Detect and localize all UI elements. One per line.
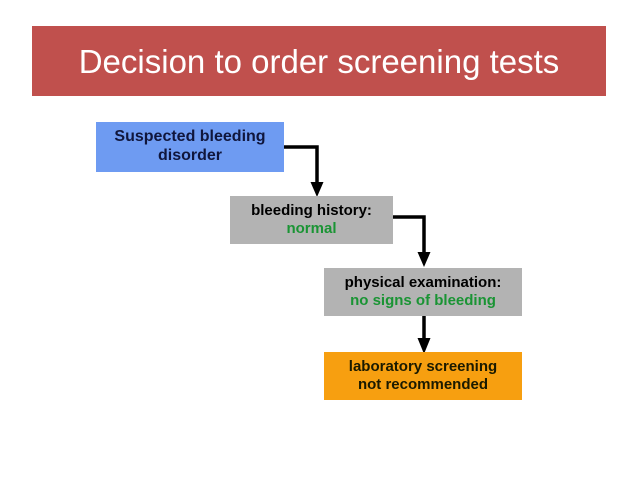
node-physical-examination: physical examination: no signs of bleedi… <box>324 268 522 316</box>
node-bleeding-history: bleeding history: normal <box>230 196 393 244</box>
node-laboratory-screening: laboratory screening not recommended <box>324 352 522 400</box>
node-lab-line-2: not recommended <box>357 376 489 393</box>
connector-suspected-to-history <box>281 140 343 202</box>
node-suspected-line-2: disorder <box>157 147 222 164</box>
title-banner: Decision to order screening tests <box>32 26 606 96</box>
node-physical-line-2: no signs of bleeding <box>350 292 496 309</box>
node-suspected-line-1: Suspected bleeding <box>114 128 266 146</box>
node-physical-line-1: physical examination: <box>344 274 502 292</box>
node-history-line-1: bleeding history: <box>251 202 372 220</box>
connector-history-to-physical <box>390 210 450 272</box>
page-title: Decision to order screening tests <box>78 42 560 80</box>
node-lab-line-1: laboratory screening <box>348 358 498 376</box>
node-suspected-bleeding-disorder: Suspected bleeding disorder <box>96 122 284 172</box>
node-history-line-2: normal <box>286 220 337 237</box>
connector-physical-to-lab <box>415 314 435 356</box>
